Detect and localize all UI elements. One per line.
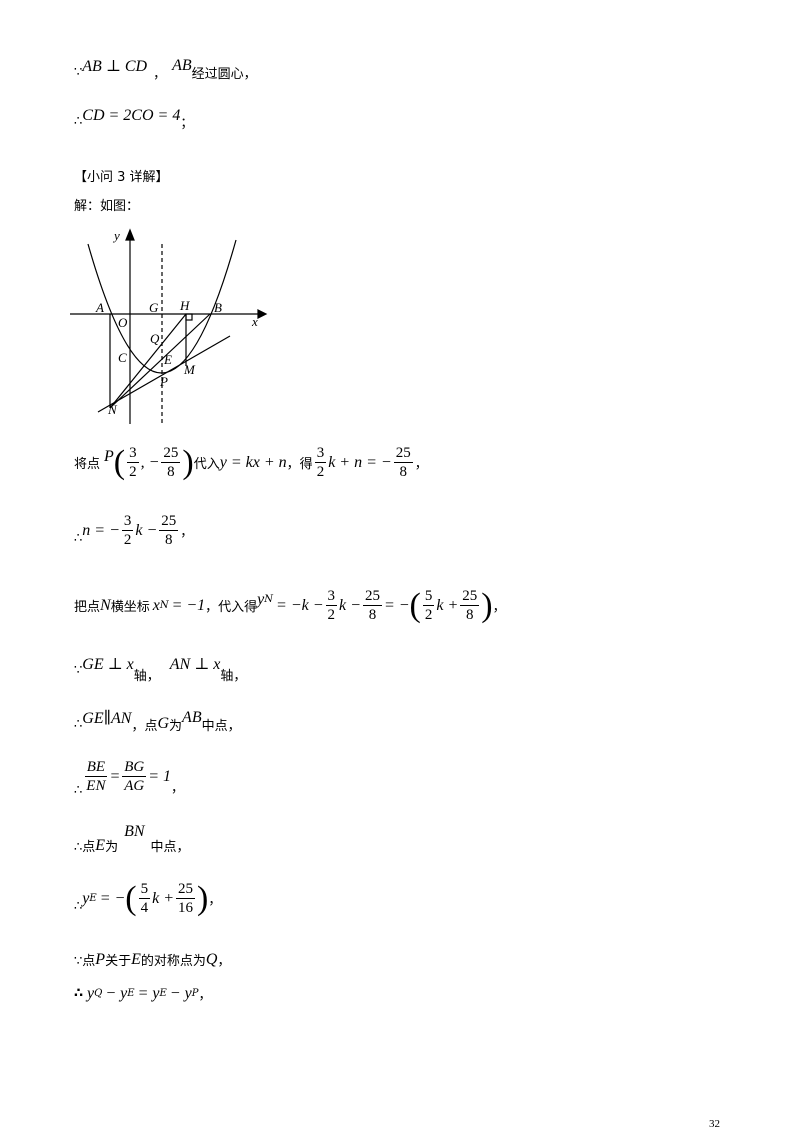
text-line-9: ∴ GE∥AN ，点 G 为 AB 中点，	[74, 709, 241, 734]
label-x: x	[251, 314, 258, 329]
label-Q: Q	[150, 331, 160, 346]
label-E: E	[163, 352, 172, 367]
text-line-2: ∴ CD = 2CO = 4 ；	[74, 106, 194, 132]
text-line-4: 解：如图：	[74, 199, 140, 214]
text-line-8: ∵ GE ⊥ x 轴， AN ⊥ x 轴，	[74, 656, 247, 684]
label-y: y	[112, 228, 120, 243]
page-number: 32	[709, 1118, 720, 1130]
text-line-11: ∴点 E 为 BN 中点，	[74, 822, 190, 856]
section-heading: 【小问 3 详解】	[74, 170, 169, 185]
parabola-figure: y x A O G H B C Q E M P N	[70, 228, 268, 424]
label-H: H	[179, 298, 190, 313]
label-A: A	[95, 300, 104, 315]
text-line-13: ∵点 P 关于 E 的对称点为 Q ，	[74, 950, 231, 970]
text-line-1: ∵ AB ⊥ CD ， AB 经过圆心，	[74, 57, 257, 82]
label-P: P	[159, 374, 168, 389]
label-B: B	[214, 300, 222, 315]
label-C: C	[118, 350, 127, 365]
label-G: G	[149, 300, 159, 315]
label-M: M	[183, 362, 196, 377]
label-O: O	[118, 315, 128, 330]
label-N: N	[107, 402, 118, 417]
